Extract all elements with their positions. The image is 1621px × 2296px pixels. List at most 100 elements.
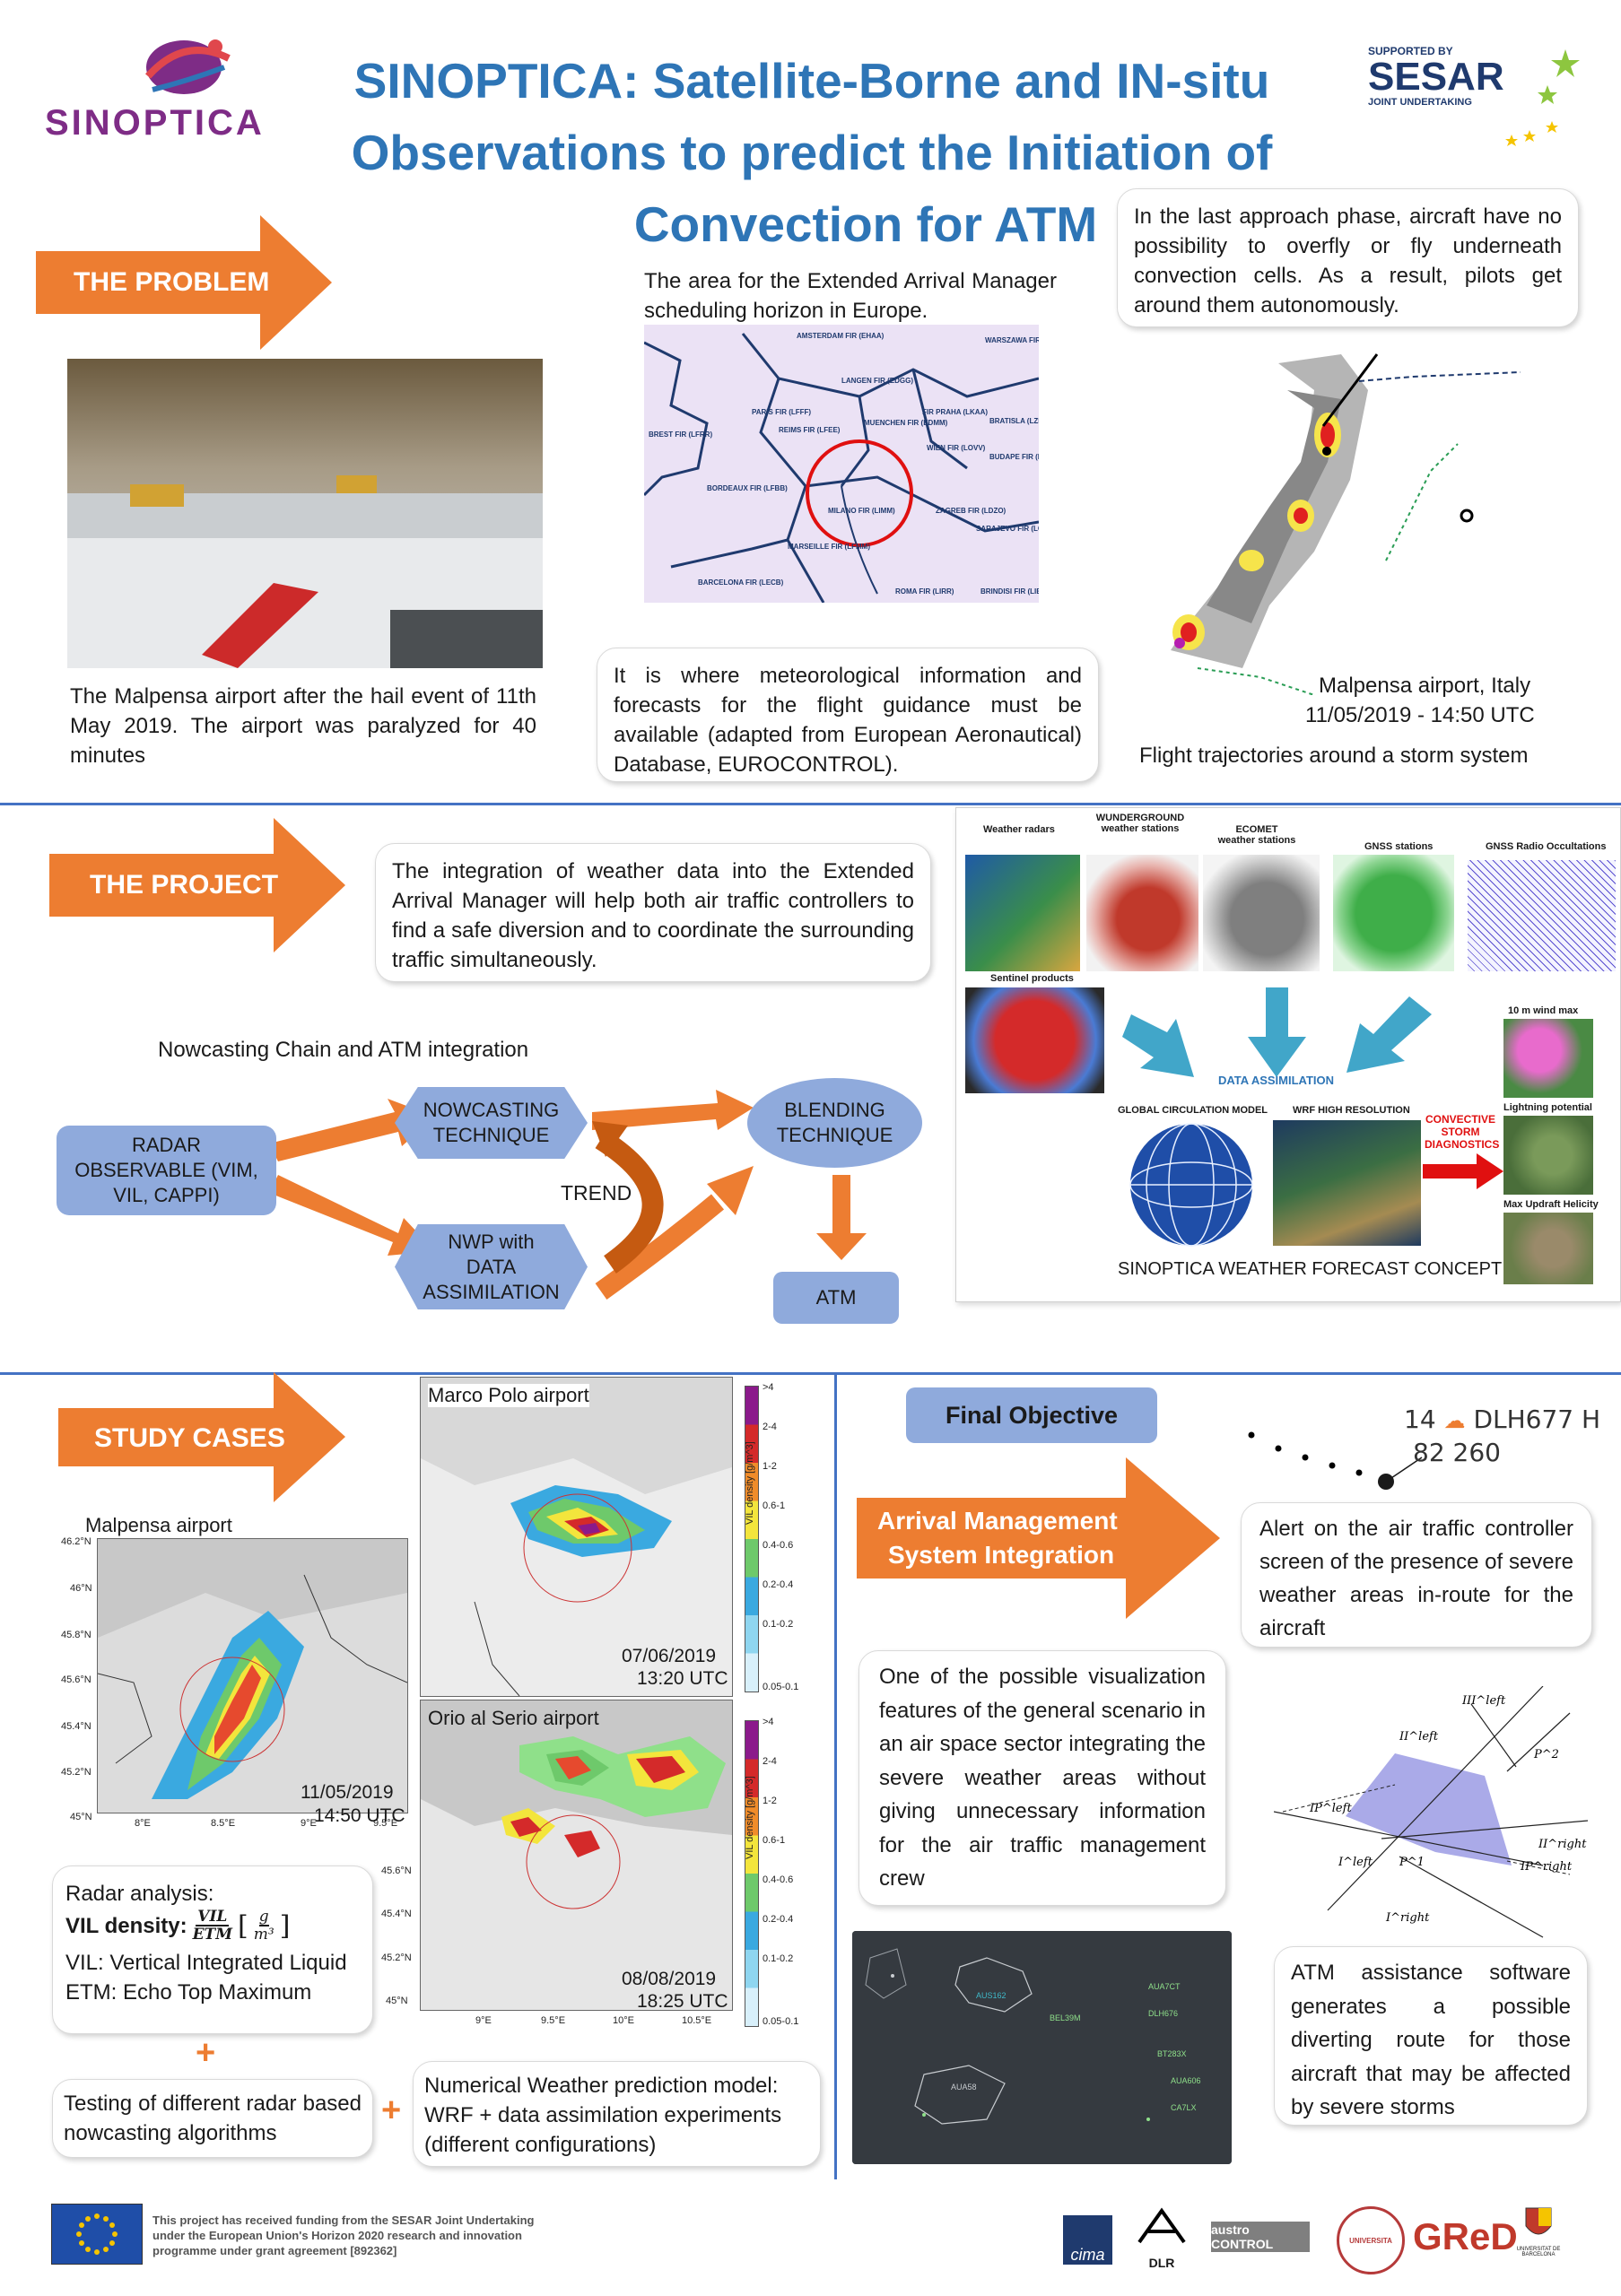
weather-radar-map (965, 855, 1080, 971)
storm-caption-trajectories: Flight trajectories around a storm syste… (1139, 744, 1529, 768)
wrf-map (1273, 1120, 1421, 1246)
convective-storm-label: CONVECTIVE STORM DIAGNOSTICS (1425, 1113, 1500, 1151)
wunderground-label: WUNDERGROUND weather stations (1095, 813, 1185, 834)
storm-caption-location: Malpensa airport, Italy (1319, 674, 1531, 698)
legend-label: >4 (763, 1382, 774, 1393)
legend-title: VIL density [g/m^3] (745, 1441, 755, 1525)
legend-label: 1-2 (763, 1461, 777, 1472)
project-label: THE PROJECT (90, 870, 279, 900)
orio-map (420, 1700, 733, 2011)
sinoptica-logo: SINOPTICA (40, 27, 283, 144)
page-title: SINOPTICA: Satellite-Borne and IN-situ O… (296, 45, 1328, 260)
dlr-icon (1137, 2207, 1186, 2244)
diversion-geometry-diagram: III^left II^left P^2 IP^left II^right I^… (1274, 1686, 1589, 1938)
partner-logo-dlr: DLR (1130, 2206, 1193, 2270)
arrival-arrow (857, 1457, 1220, 1619)
geo-label: II^right (1538, 1838, 1587, 1851)
problem-arrow (36, 215, 332, 350)
title-line-1: SINOPTICA: Satellite-Borne and IN-situ (353, 53, 1270, 109)
legend-label: 0.6-1 (763, 1500, 786, 1511)
nowcasting-chain-arrows (269, 1090, 867, 1300)
sesar-sub: JOINT UNDERTAKING (1368, 97, 1472, 108)
storm-caption-datetime: 11/05/2019 - 14:50 UTC (1305, 703, 1535, 727)
globe-icon (145, 39, 231, 94)
nowcasting-technique-box: NOWCASTING TECHNIQUE (395, 1087, 588, 1159)
eaman-map-caption: The area for the Extended Arrival Manage… (644, 269, 1057, 323)
assimilation-arrows (1122, 987, 1432, 1077)
funding-statement: This project has received funding from t… (153, 2213, 535, 2257)
red-arrow-icon (1423, 1153, 1503, 1189)
lat-tick: 45.6°N (61, 1674, 92, 1685)
concept-caption: SINOPTICA WEATHER FORECAST CONCEPT (1118, 1259, 1503, 1279)
legend-title: VIL density [g/m^3] (745, 1776, 755, 1859)
geo-label: P^2 (1533, 1748, 1559, 1761)
flight-id: DLH677 H (1473, 1405, 1601, 1434)
project-description-box: The integration of weather data into the… (375, 843, 931, 982)
nowcasting-testing-box: Testing of different radar based nowcast… (52, 2079, 373, 2158)
legend-label: 0.05-0.1 (763, 2016, 799, 2027)
malpensa-title: Malpensa airport (85, 1514, 232, 1536)
geo-label: IP^right (1520, 1860, 1573, 1874)
arrival-label-line-2: System Integration (888, 1541, 1115, 1569)
arrival-label-line-1: Arrival Management (877, 1507, 1118, 1535)
units-icon: [ (238, 1909, 248, 1942)
lat-tick: 45°N (70, 1812, 92, 1822)
orio-time: 18:25 UTC (637, 1991, 728, 2012)
svg-text:CA7LX: CA7LX (1171, 2103, 1197, 2112)
problem-label: THE PROBLEM (74, 267, 270, 297)
nwp-data-assimilation-box: NWP with DATA ASSIMILATION (395, 1224, 588, 1309)
fir-label: LANGEN FIR (EDGG) (841, 377, 913, 385)
logo-text: SINOPTICA (45, 103, 265, 143)
wind-max-label: 10 m wind max (1508, 1005, 1579, 1016)
eu-flag-icon (51, 2204, 143, 2265)
footer: This project has received funding from t… (45, 2184, 1570, 2287)
stars-icon (1505, 49, 1580, 146)
gnss-ro-label: GNSS Radio Occultations (1486, 841, 1607, 852)
orio-date: 08/08/2019 (622, 1969, 717, 1989)
sentinel-label: Sentinel products (990, 973, 1074, 984)
lat-tick: 45.4°N (61, 1721, 92, 1732)
title-line-3: Convection for ATM (633, 196, 1098, 252)
lon-tick: 9.5°E (373, 1818, 398, 1829)
malpensa-date: 11/05/2019 (301, 1782, 394, 1803)
forecast-concept-panel: Weather radars WUNDERGROUND weather stat… (955, 807, 1621, 1302)
partner-logo-barcelona: UNIVERSITAT DE BARCELONA (1516, 2206, 1561, 2274)
svg-text:AUA58: AUA58 (951, 2083, 977, 2092)
malpensa-map (97, 1538, 408, 1813)
project-arrow (49, 818, 345, 952)
sentinel-map (965, 987, 1104, 1093)
data-assimilation-label: DATA ASSIMILATION (1218, 1074, 1335, 1087)
svg-text:AUA606: AUA606 (1171, 2076, 1201, 2085)
fir-label: BRATISLA (LZBB) (989, 417, 1039, 425)
geo-label: P^1 (1399, 1856, 1425, 1869)
flight-speed: 82 260 (1413, 1438, 1501, 1467)
lon-tick: 9°E (475, 2015, 492, 2026)
lon-tick: 9°E (301, 1818, 317, 1829)
etm-definition: ETM: Echo Top Maximum (65, 1980, 312, 2005)
lon-tick: 8.5°E (211, 1818, 236, 1829)
legend-label: 0.2-0.4 (763, 1914, 794, 1925)
university-text: UNIVERSITA (1349, 2236, 1392, 2245)
plus-sign: + (196, 2034, 216, 2072)
wind-max-map (1503, 1019, 1593, 1098)
nwp-model-box: Numerical Weather prediction model: WRF … (413, 2061, 821, 2167)
column-separator (834, 1372, 837, 2179)
geo-label: IP^left (1309, 1802, 1352, 1815)
svg-text:BEL39M: BEL39M (1050, 2013, 1081, 2022)
marcopolo-time: 13:20 UTC (637, 1668, 728, 1689)
svg-text:AUS162: AUS162 (976, 1991, 1007, 2000)
sesar-supported-by: SUPPORTED BY (1368, 45, 1453, 57)
malpensa-photo-caption: The Malpensa airport after the hail even… (70, 684, 536, 768)
legend-label: >4 (763, 1717, 774, 1727)
fir-label: WARSZAWA FIR (EPWW) (985, 336, 1039, 344)
section-separator (0, 803, 1621, 805)
fir-label: PARIS FIR (LFFF) (752, 408, 811, 416)
fir-label: MUENCHEN FIR (EDMM) (864, 419, 948, 427)
vil-definition: VIL: Vertical Integrated Liquid (65, 1951, 347, 1975)
fir-label: BUDAPE FIR (LHCC) (989, 453, 1039, 461)
sesar-name: SESAR (1368, 55, 1504, 99)
fir-label: BRINDISI FIR (LIBB) (980, 587, 1039, 596)
